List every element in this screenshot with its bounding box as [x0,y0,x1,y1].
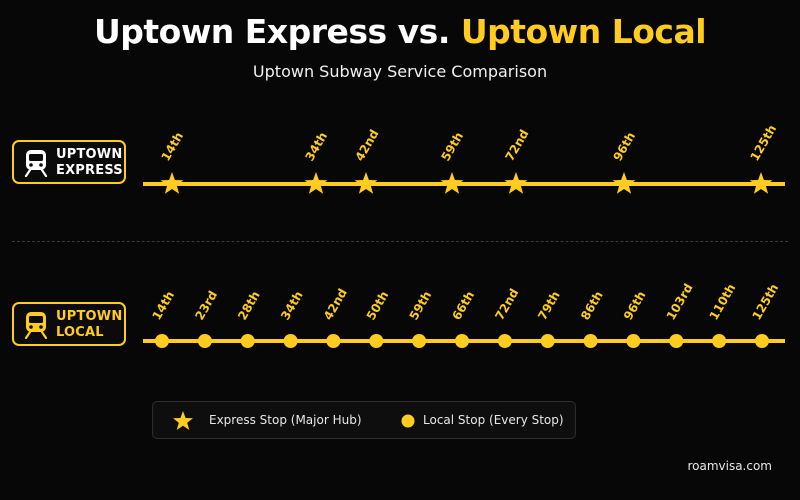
local-stop-label: 66th [449,289,477,323]
train-icon [24,150,48,177]
local-stop-label: 125th [749,281,781,322]
local-stop-dot [412,334,427,348]
star-icon [173,411,193,430]
local-stop-label: 79th [535,289,563,323]
express-stop-label: 42nd [352,127,381,163]
express-badge-line2: EXPRESS [56,163,123,178]
local-stop-dot [283,334,298,348]
local-stop-dot [712,334,727,348]
local-stop-dot [240,334,255,348]
title-express-part: Uptown Express vs. [93,12,450,51]
local-stop-dot [497,334,512,348]
local-stop-label: 103rd [664,281,696,322]
local-stop-dot [155,334,169,348]
title-local-part: Uptown Local [460,12,707,51]
express-stop-label: 59th [438,130,466,164]
local-badge-line2: LOCAL [56,325,104,340]
local-stop-label: 23rd [192,288,220,322]
express-stop-label: 96th [610,130,638,164]
express-stop-star [504,172,528,194]
local-stop-label: 50th [364,289,392,323]
local-badge-line1: UPTOWN [56,309,123,324]
legend: Express Stop (Major Hub) Local Stop (Eve… [152,401,576,439]
legend-express-label: Express Stop (Major Hub) [209,413,362,427]
local-stop-dot [455,334,469,348]
express-badge-line1: UPTOWN [56,147,123,162]
express-badge-label: UPTOWN EXPRESS [56,147,126,179]
express-stop-star [440,172,464,194]
local-stop-dot [755,334,769,348]
local-stop-label: 72nd [492,286,521,322]
local-stop-dot [197,334,212,348]
source-credit: roamvisa.com [687,459,772,473]
page-subtitle: Uptown Subway Service Comparison [252,62,548,81]
dot-icon [401,414,415,428]
express-route: 14th 34th 42nd 59th 72nd 96th 125th [143,122,785,194]
page-title: Uptown Express vs. Uptown Local [0,12,800,51]
local-stop-label: 34th [278,289,306,323]
local-stop-dot [326,334,341,348]
local-badge: UPTOWN LOCAL [12,302,126,346]
express-stop-star [749,172,773,194]
express-stop-label: 72nd [502,127,531,163]
express-stop-star [354,172,378,194]
local-stop-dot [583,334,598,348]
local-stop-label: 28th [235,289,263,323]
local-badge-label: UPTOWN LOCAL [56,309,126,341]
local-stop-dot [369,334,384,348]
local-stop-label: 42nd [321,286,350,322]
train-icon [24,312,48,339]
express-badge: UPTOWN EXPRESS [12,140,126,184]
express-stop-star [612,172,636,194]
local-stop-label: 59th [407,289,435,323]
local-stop-dot [540,334,555,348]
local-stop-label: 14th [149,289,177,323]
express-stop-label: 14th [158,130,186,164]
local-stop-dot [669,334,684,348]
express-stop-star [304,172,328,194]
local-stop-dot [626,334,641,348]
legend-local-label: Local Stop (Every Stop) [423,413,564,427]
express-stop-label: 125th [747,122,779,163]
express-stop-star [160,172,184,194]
local-stop-label: 86th [578,289,606,323]
local-route: 14th 23rd 28th 34th 42nd 50th 59th 66th 72nd 79th… [143,281,785,348]
section-divider [12,241,788,242]
express-stop-label: 34th [302,130,330,164]
local-stop-label: 110th [707,281,739,322]
local-stop-label: 96th [621,289,649,323]
